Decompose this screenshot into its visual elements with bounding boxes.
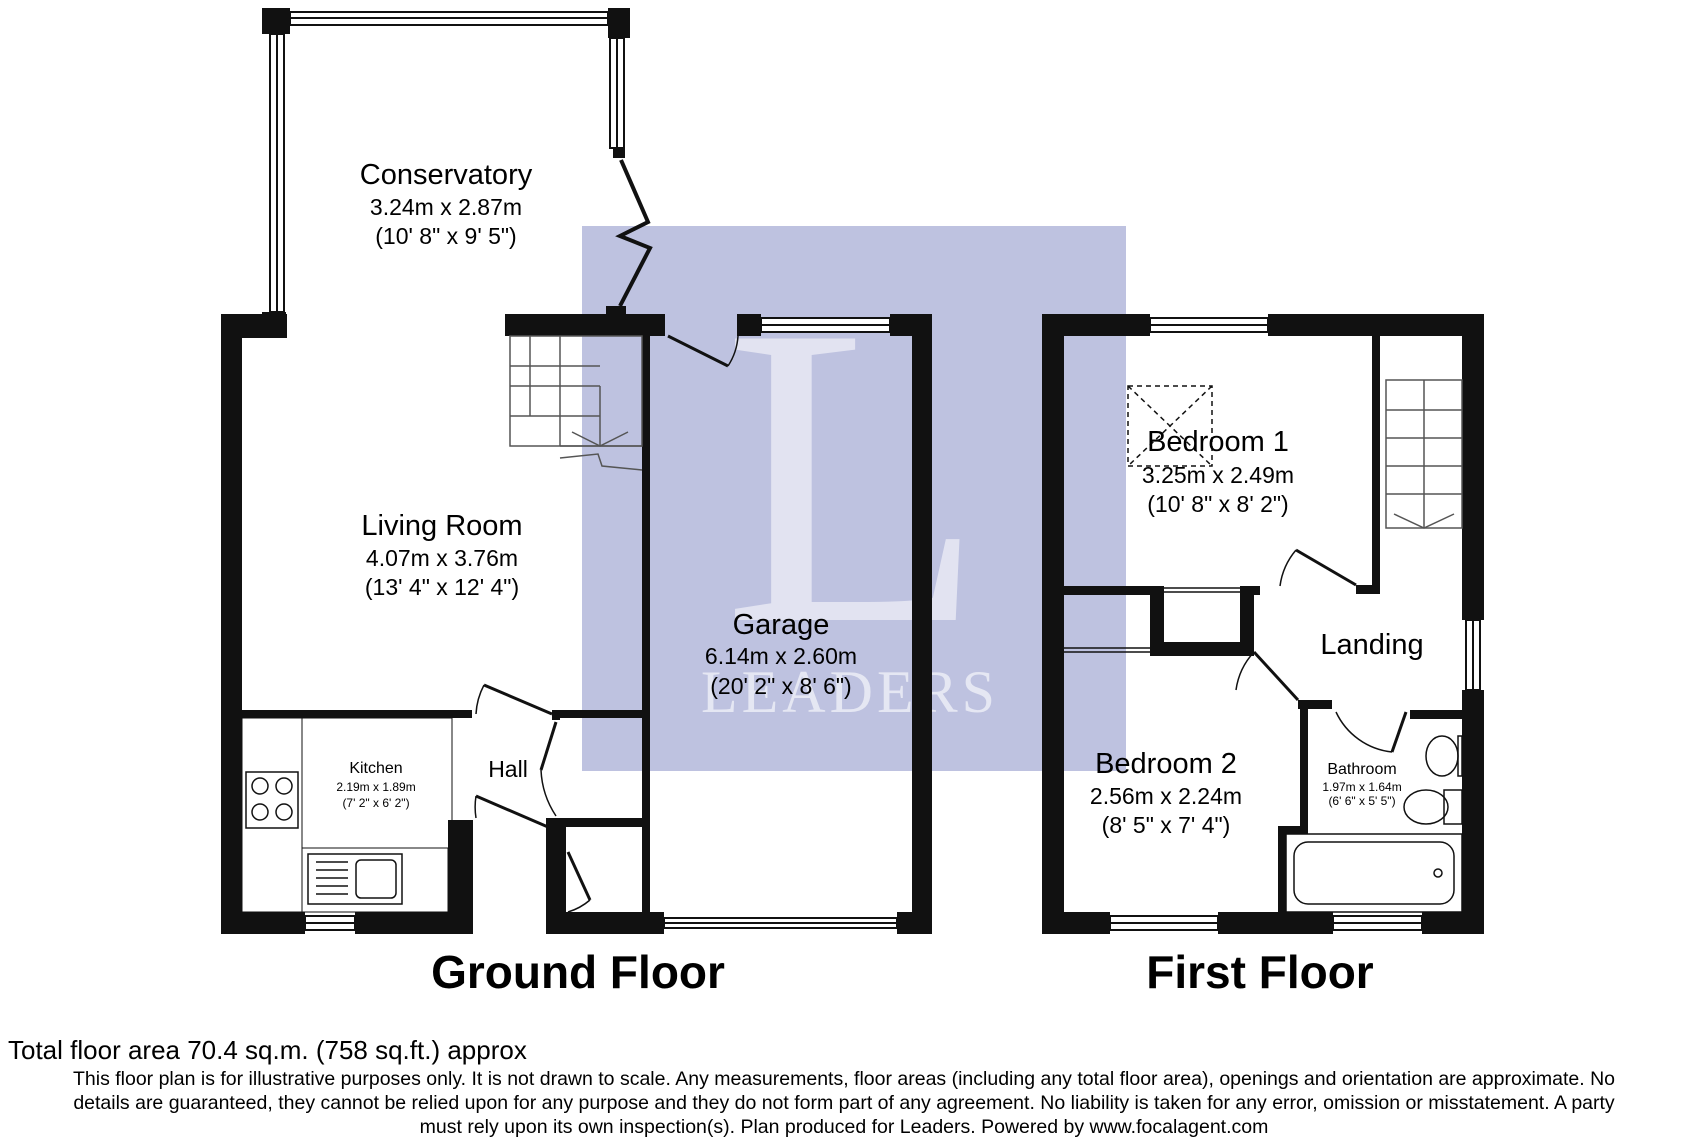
first-floor-walls xyxy=(1042,314,1484,934)
conservatory-windows xyxy=(269,11,625,313)
first-floor-doors xyxy=(1235,548,1408,753)
conservatory-imperial: (10' 8" x 9' 5") xyxy=(375,223,516,249)
bathroom-fittings xyxy=(1285,735,1463,913)
folding-door xyxy=(615,159,653,307)
room-labels: Conservatory 3.24m x 2.87m (10' 8" x 9' … xyxy=(336,159,1423,838)
kitchen-fittings xyxy=(241,717,453,913)
bath-icon xyxy=(1285,833,1463,913)
bathroom-imperial: (6' 6" x 5' 5") xyxy=(1328,794,1395,808)
first-floor-title: First Floor xyxy=(1146,946,1374,998)
watermark-word: LEADERS xyxy=(701,659,999,725)
kitchen-name: Kitchen xyxy=(349,760,402,777)
garage-name: Garage xyxy=(733,609,830,641)
leaders-watermark: L LEADERS xyxy=(582,226,1126,771)
ground-stairs xyxy=(509,335,643,471)
ground-floor-title: Ground Floor xyxy=(431,946,725,998)
bedroom-2-metric: 2.56m x 2.24m xyxy=(1090,783,1242,809)
conservatory-name: Conservatory xyxy=(360,159,533,191)
first-floor-windows xyxy=(1109,317,1481,931)
bedroom-2-imperial: (8' 5" x 7' 4") xyxy=(1102,812,1231,838)
toilet-icon xyxy=(1443,789,1463,825)
disclaimer: This floor plan is for illustrative purp… xyxy=(0,1067,1688,1139)
hall-name: Hall xyxy=(488,756,528,782)
floor-titles: Ground Floor First Floor xyxy=(431,946,1374,998)
bathroom-name: Bathroom xyxy=(1327,761,1396,778)
skylight-icon xyxy=(1127,385,1213,467)
first-stairs xyxy=(1385,379,1463,529)
hob-icon xyxy=(245,771,299,829)
ground-floor-windows xyxy=(304,317,898,931)
landing-name: Landing xyxy=(1320,629,1423,661)
kitchen-imperial: (7' 2" x 6' 2") xyxy=(342,796,409,810)
wardrobe-doors xyxy=(1064,587,1240,653)
bedroom-2-name: Bedroom 2 xyxy=(1095,748,1237,780)
total-floor-area: Total floor area 70.4 sq.m. (758 sq.ft.)… xyxy=(8,1035,527,1065)
disclaimer-line-3: must rely upon its own inspection(s). Pl… xyxy=(419,1116,1269,1138)
disclaimer-line-1: This floor plan is for illustrative purp… xyxy=(72,1068,1615,1090)
living-room-metric: 4.07m x 3.76m xyxy=(366,545,518,571)
kitchen-metric: 2.19m x 1.89m xyxy=(336,780,415,794)
conservatory-metric: 3.24m x 2.87m xyxy=(370,194,522,220)
ground-floor-walls xyxy=(221,8,932,934)
garage-metric: 6.14m x 2.60m xyxy=(705,643,857,669)
sink-icon xyxy=(307,853,403,905)
garage-imperial: (20' 2" x 8' 6") xyxy=(710,673,851,699)
bedroom-1-imperial: (10' 8" x 8' 2") xyxy=(1147,491,1288,517)
bedroom-1-metric: 3.25m x 2.49m xyxy=(1142,462,1294,488)
bedroom-1-name: Bedroom 1 xyxy=(1147,426,1289,458)
disclaimer-line-2: details are guaranteed, they cannot be r… xyxy=(73,1092,1615,1114)
ground-floor-doors xyxy=(474,334,739,913)
living-room-name: Living Room xyxy=(361,510,522,542)
bathroom-metric: 1.97m x 1.64m xyxy=(1322,780,1401,794)
living-room-imperial: (13' 4" x 12' 4") xyxy=(365,574,519,600)
